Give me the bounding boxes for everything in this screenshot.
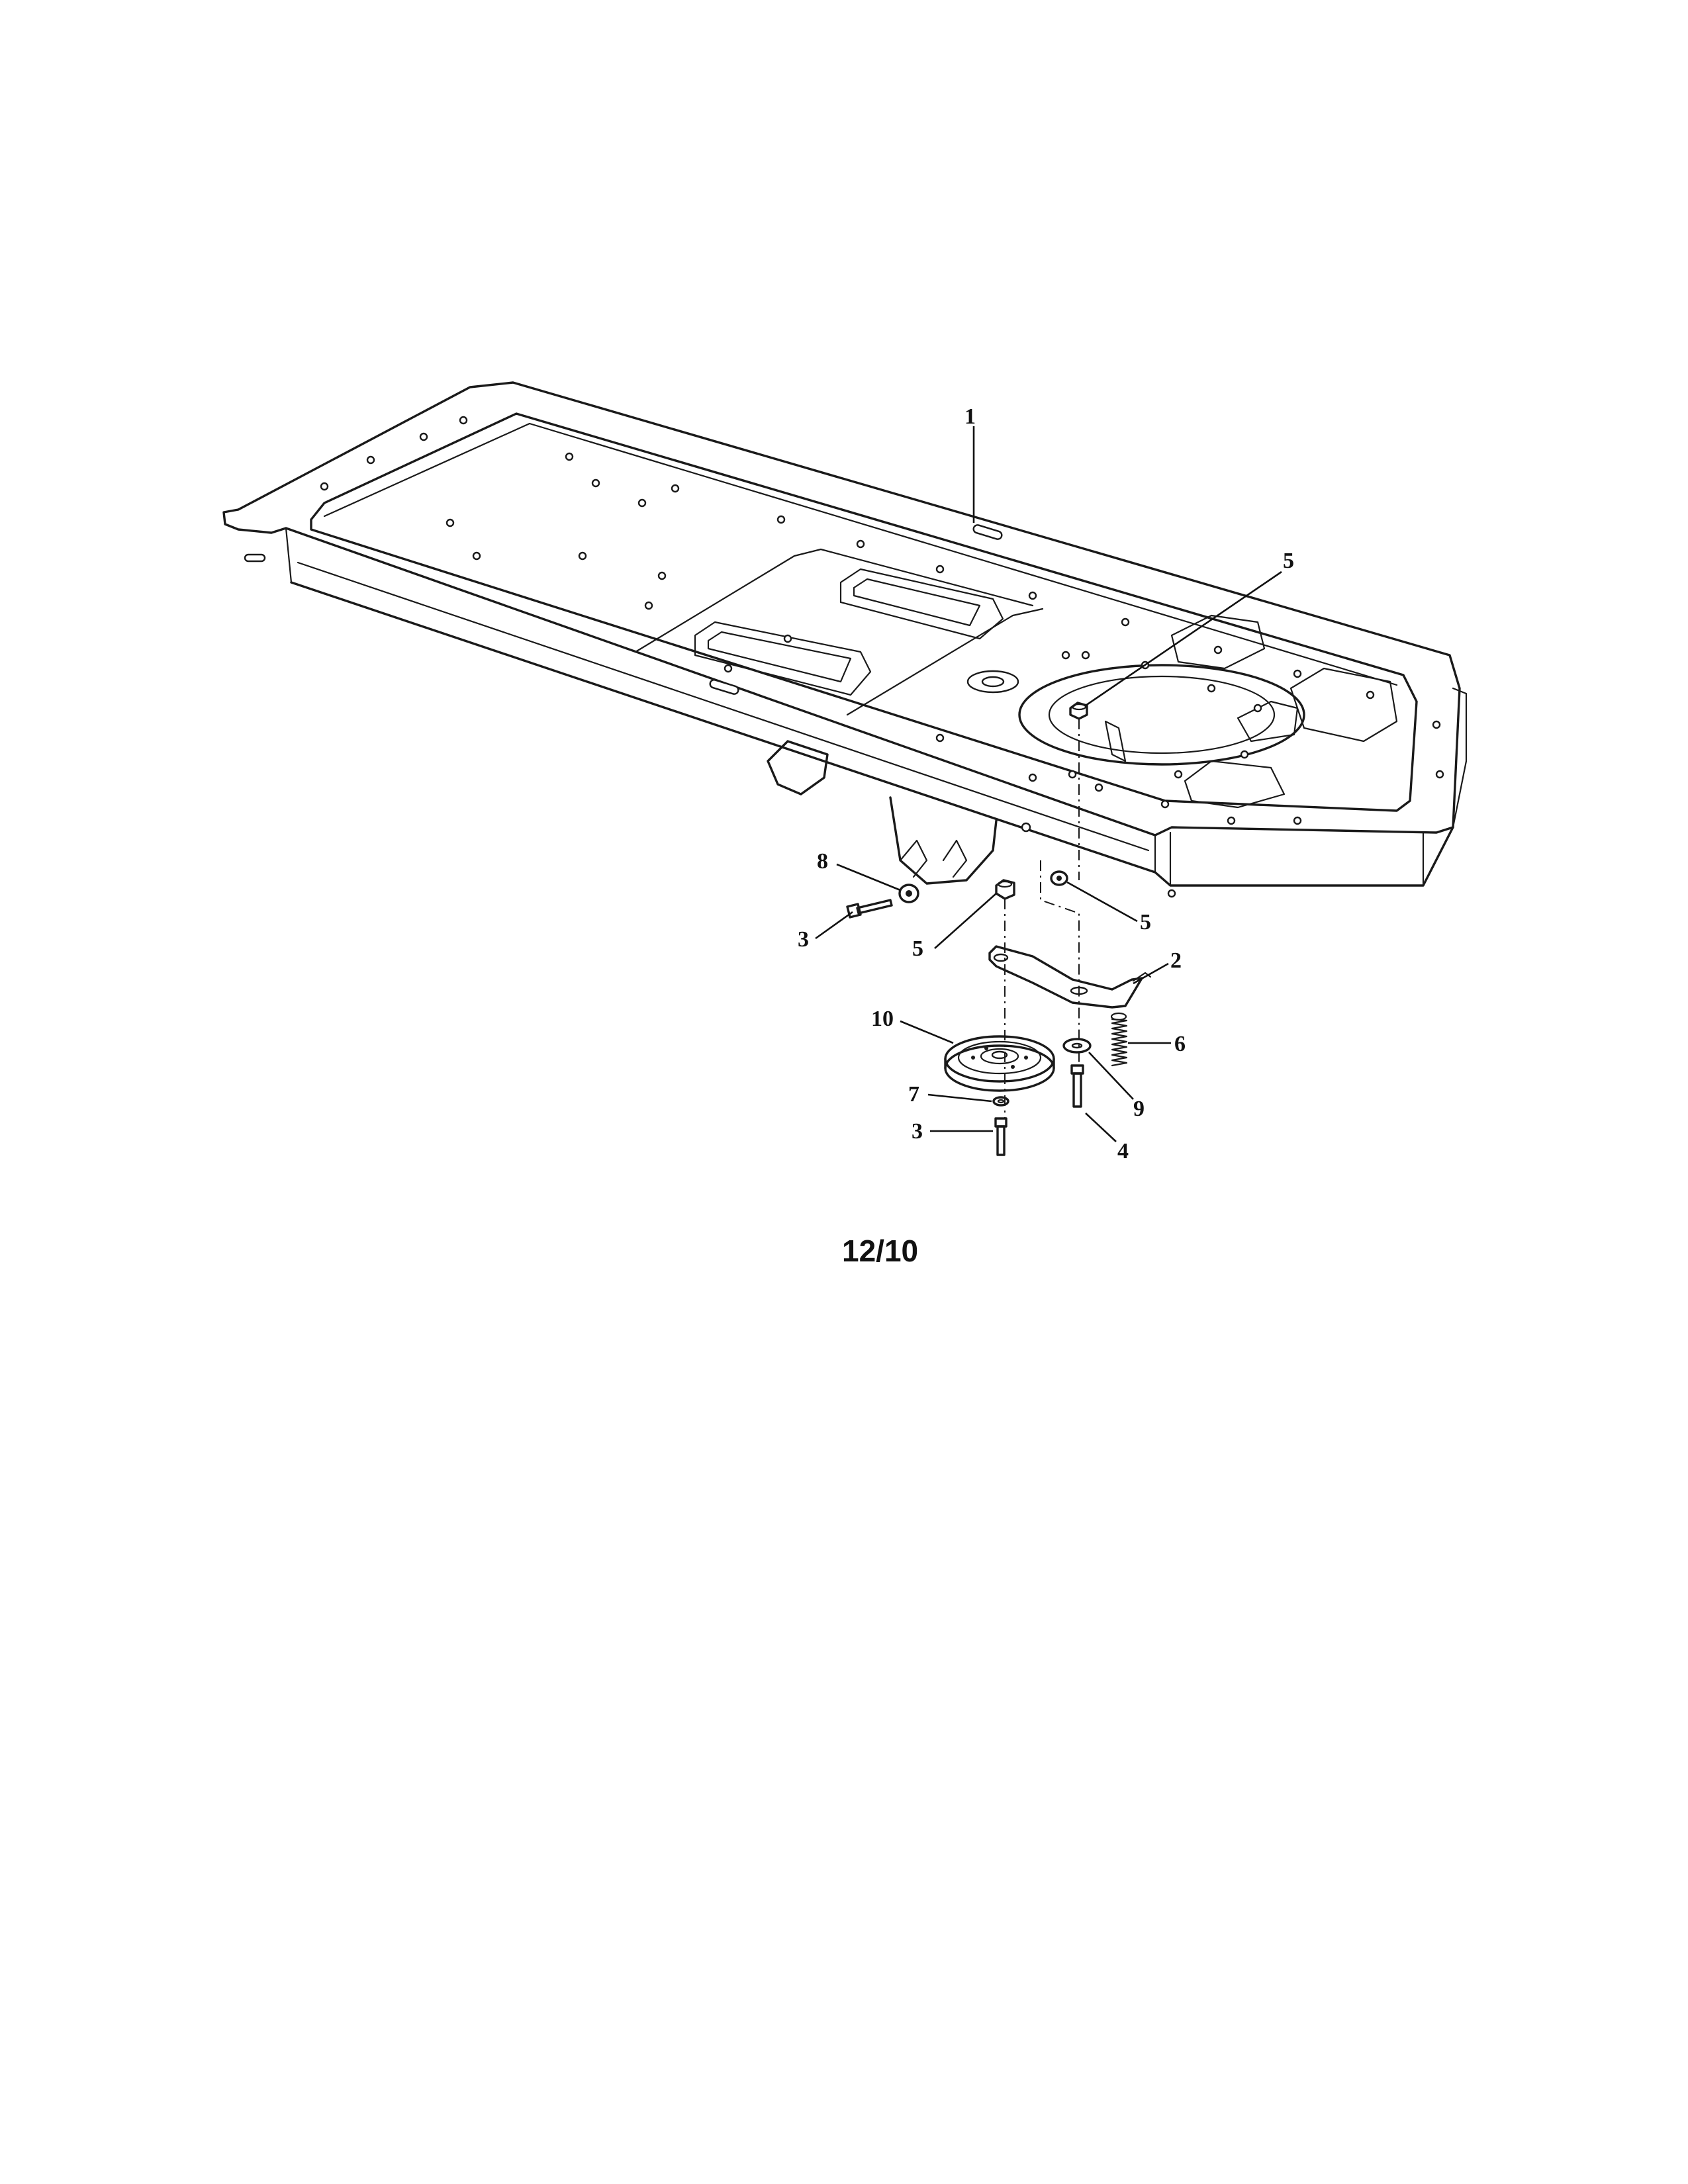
mounting-hole (1293, 816, 1302, 825)
callout-9: 9 (1133, 1097, 1145, 1121)
frame-pan (222, 381, 1468, 898)
part-10-pulley (944, 1035, 1055, 1092)
callout-5-top: 5 (1283, 549, 1294, 573)
mounting-hole (1028, 591, 1037, 600)
mounting-hole (1213, 645, 1223, 655)
mounting-hole (657, 571, 667, 580)
mounting-hole (783, 634, 792, 643)
part-7-washer (992, 1096, 1009, 1107)
mounting-hole (1366, 690, 1375, 700)
mounting-hole (671, 484, 680, 493)
mounting-hole (459, 416, 468, 425)
callout-10: 10 (871, 1007, 894, 1031)
part-8-spacer (898, 884, 919, 903)
part-2-idler-arm (988, 945, 1152, 1009)
mounting-hole (419, 432, 428, 441)
callout-2: 2 (1170, 948, 1182, 973)
callout-4: 4 (1117, 1139, 1129, 1163)
mounting-hole (724, 664, 733, 673)
callout-7: 7 (908, 1082, 919, 1107)
mounting-hole (1061, 651, 1070, 660)
mounting-hole (320, 482, 329, 491)
mounting-hole (578, 551, 587, 561)
mounting-hole (1227, 816, 1236, 825)
mounting-hole (1068, 770, 1077, 779)
mounting-hole (366, 455, 375, 465)
mounting-hole (1293, 669, 1302, 678)
part-5-washer-right (1050, 870, 1068, 886)
mounting-hole (1094, 783, 1103, 792)
mounting-hole (1160, 799, 1170, 809)
mounting-hole (1207, 684, 1216, 693)
callout-5-right: 5 (1140, 910, 1151, 934)
mounting-hole (935, 565, 945, 574)
mounting-hole (1121, 617, 1130, 627)
part-5-nut-center (995, 879, 1015, 900)
mounting-hole (1435, 770, 1444, 779)
callout-1: 1 (964, 404, 976, 429)
callout-8: 8 (817, 849, 828, 874)
mounting-hole (565, 452, 574, 461)
mounting-hole (1081, 651, 1090, 660)
part-3-bolt-bottom (994, 1117, 1008, 1156)
mounting-hole (1028, 773, 1037, 782)
mounting-hole (644, 601, 653, 610)
mounting-hole (1432, 720, 1441, 729)
date-code: 12/10 (842, 1234, 918, 1268)
mounting-hole (591, 478, 600, 488)
mounting-hole (472, 551, 481, 561)
mounting-hole (1174, 770, 1183, 779)
mounting-hole (776, 515, 786, 524)
callout-3-bottom: 3 (912, 1119, 923, 1144)
callout-6: 6 (1174, 1032, 1186, 1056)
part-4-bolt (1070, 1064, 1084, 1108)
callout-leaders (815, 426, 1282, 1142)
mounting-hole (935, 733, 945, 743)
part-3-bolt-left (846, 899, 893, 919)
part-5-nut-top (1069, 702, 1088, 720)
part-6-spring (1110, 1012, 1128, 1067)
part-9-spacer (1062, 1038, 1092, 1054)
mounting-hole (445, 518, 455, 527)
mounting-hole (1253, 704, 1262, 713)
callout-3-left: 3 (798, 927, 809, 952)
mounting-hole (856, 539, 865, 549)
mounting-hole (637, 498, 647, 508)
assembly-axes (1004, 719, 1080, 1118)
callout-5-center: 5 (912, 936, 923, 961)
mounting-hole (1240, 750, 1249, 759)
